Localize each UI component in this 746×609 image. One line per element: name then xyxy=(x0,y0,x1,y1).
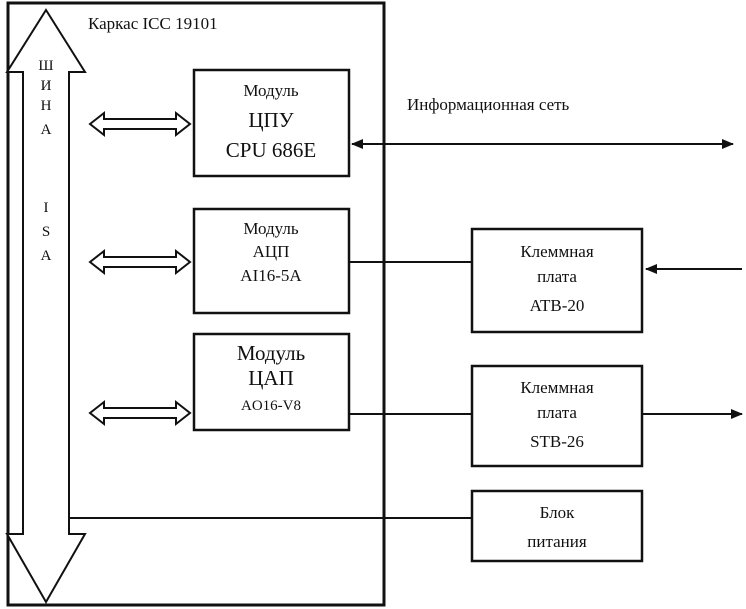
terminal-atb-label: Клеммная xyxy=(520,242,594,261)
adc-module-title: АЦП xyxy=(253,242,290,261)
bus-letter: А xyxy=(41,122,52,138)
dac-module-label: Модуль xyxy=(237,341,305,365)
bus-letter: И xyxy=(41,78,52,94)
bus-connector-dac xyxy=(88,399,192,427)
terminal-stb-sub: плата xyxy=(537,403,577,422)
bus-connector-cpu xyxy=(88,110,192,138)
cpu-module-box: Модуль ЦПУ CPU 686E xyxy=(192,68,351,178)
cpu-module-model: CPU 686E xyxy=(226,138,316,162)
adc-module-label: Модуль xyxy=(243,219,299,238)
isa-bus-arrow xyxy=(5,8,87,605)
chassis-title: Каркас ICC 19101 xyxy=(88,14,218,33)
adc-module-box: Модуль АЦП AI16-5A xyxy=(192,207,351,315)
cpu-module-title: ЦПУ xyxy=(248,108,293,132)
bus-letter: S xyxy=(42,224,50,240)
terminal-stb-label: Клеммная xyxy=(520,378,594,397)
bus-letter: A xyxy=(41,248,52,264)
terminal-atb-sub: плата xyxy=(537,267,577,286)
bus-letter: Н xyxy=(41,98,52,114)
terminal-stb-box: Клеммная плата STB-26 xyxy=(470,364,644,468)
bus-letter: Ш xyxy=(38,58,53,74)
power-supply-sub: питания xyxy=(527,532,587,551)
network-label: Информационная сеть xyxy=(407,95,570,114)
bus-letter: I xyxy=(44,200,49,216)
terminal-atb-model: ATB-20 xyxy=(530,296,585,315)
chassis-frame xyxy=(6,1,386,607)
cpu-module-label: Модуль xyxy=(243,81,299,100)
bus-connector-adc xyxy=(88,248,192,276)
isa-bus-label: Ш И Н А I S A xyxy=(38,58,53,264)
dac-module-box: Модуль ЦАП AO16-V8 xyxy=(192,332,351,432)
power-supply-label: Блок xyxy=(540,503,576,522)
terminal-stb-model: STB-26 xyxy=(530,432,584,451)
power-supply-box: Блок питания xyxy=(470,489,644,563)
terminal-atb-box: Клеммная плата ATB-20 xyxy=(470,227,644,334)
dac-module-model: AO16-V8 xyxy=(241,398,301,414)
adc-module-model: AI16-5A xyxy=(240,266,302,285)
dac-module-title: ЦАП xyxy=(248,366,294,390)
